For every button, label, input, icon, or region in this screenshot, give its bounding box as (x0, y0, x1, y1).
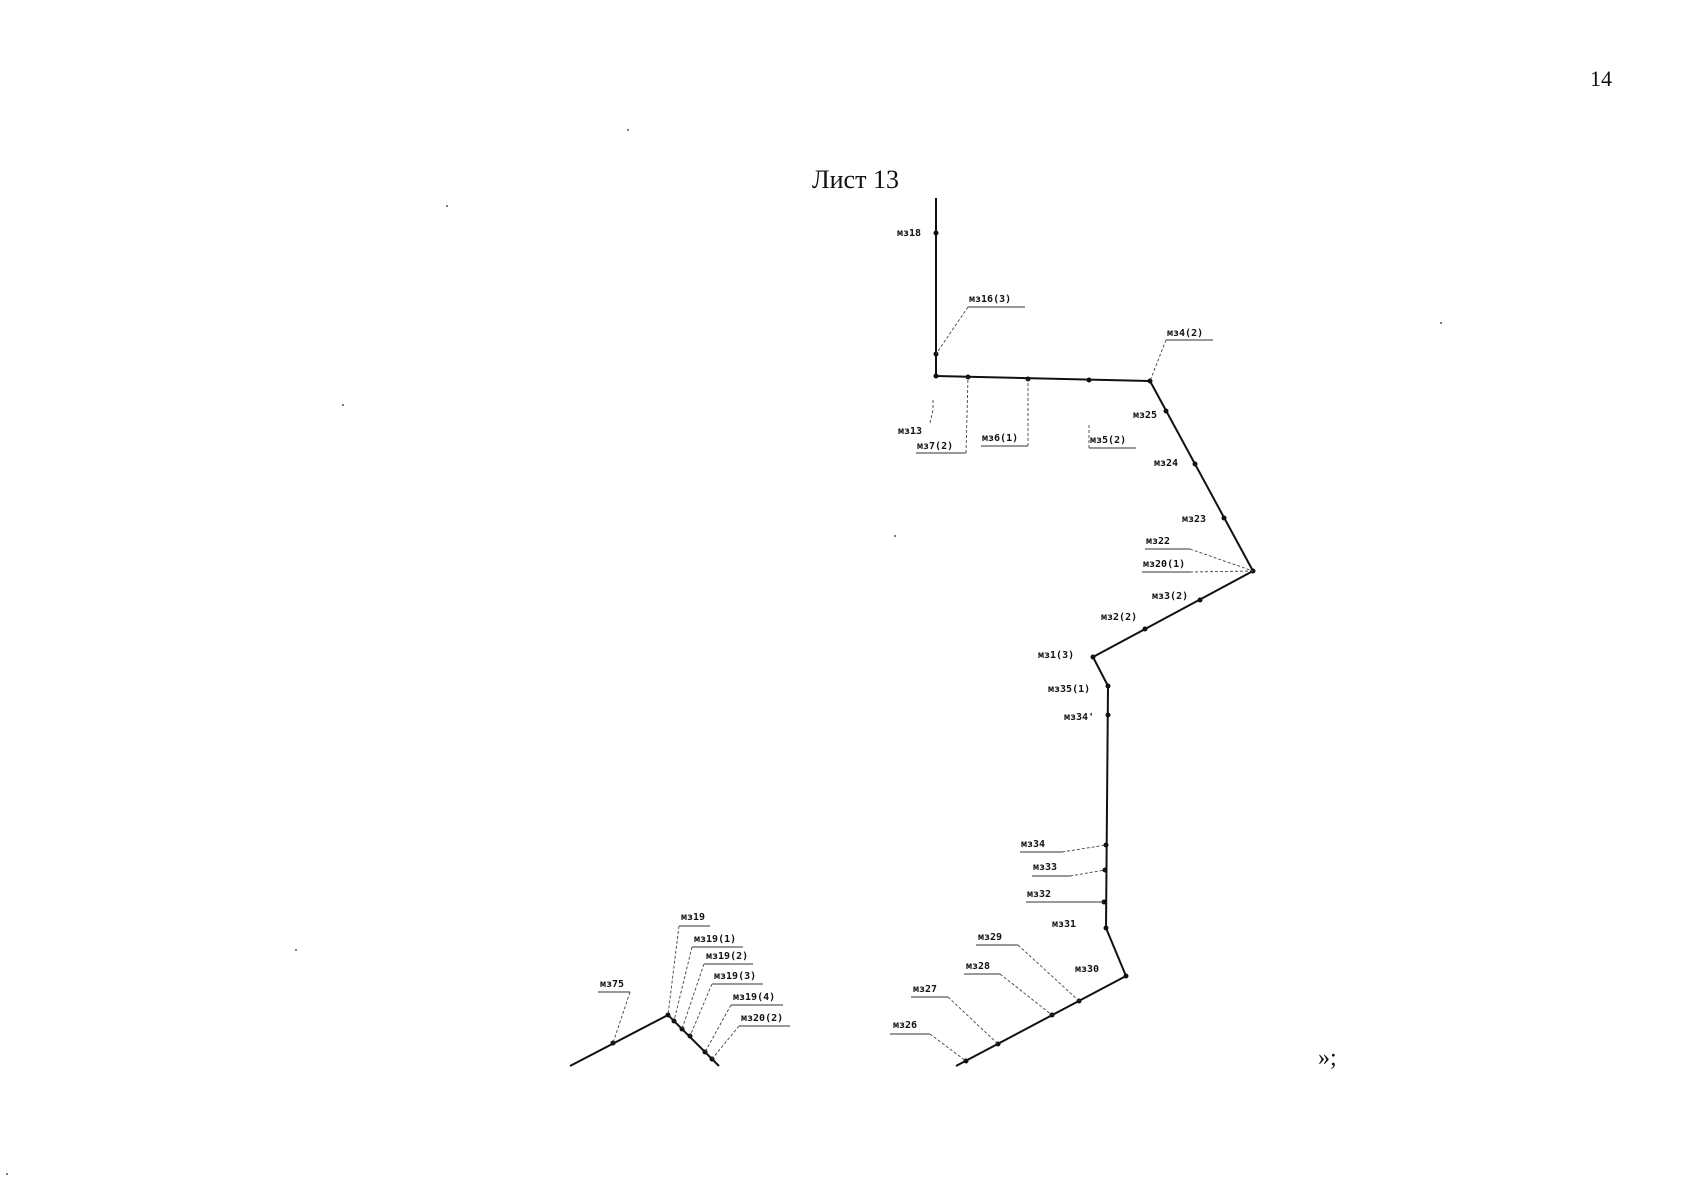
node (1086, 377, 1092, 383)
page-number: 14 (1590, 66, 1612, 91)
label-mz22: мз22 (1146, 536, 1170, 547)
label-mz3-2: мз3(2) (1152, 591, 1188, 602)
node (1103, 925, 1109, 931)
label-mz13: мз13 (898, 426, 922, 437)
leader-line (929, 409, 934, 424)
leader-line (667, 925, 680, 1016)
label-mz31: мз31 (1052, 919, 1076, 930)
node (1105, 712, 1111, 718)
closing-quote-mark: »; (1318, 1045, 1337, 1071)
scan-speck (1440, 322, 1442, 324)
node (1142, 626, 1148, 632)
leader-line (689, 983, 713, 1037)
label-mz18: мз18 (897, 228, 921, 239)
label-mz27: мз27 (913, 984, 937, 995)
label-mz16-3: мз16(3) (969, 294, 1011, 305)
route-line-branch (569, 1014, 720, 1067)
node (679, 1026, 685, 1032)
label-mz5-2: мз5(2) (1090, 435, 1126, 446)
label-mz24: мз24 (1154, 458, 1178, 469)
node (1090, 654, 1096, 660)
node (1163, 408, 1169, 414)
leader-line (612, 991, 631, 1044)
scan-speck (627, 129, 629, 131)
label-mz28: мз28 (966, 961, 990, 972)
label-mz19-1: мз19(1) (694, 934, 736, 945)
leader-line (1017, 944, 1080, 1002)
node (1105, 683, 1111, 689)
leader-line (1149, 339, 1167, 382)
leader-line (935, 306, 969, 355)
node (933, 373, 939, 379)
label-mz75: мз75 (600, 979, 624, 990)
leader-line (1069, 869, 1106, 877)
scan-speck (6, 1173, 8, 1175)
node (1221, 515, 1227, 521)
label-mz20-2: мз20(2) (741, 1013, 783, 1024)
leader-line (929, 1033, 967, 1062)
label-mz32: мз32 (1027, 889, 1051, 900)
scan-speck (446, 205, 448, 207)
leader-line (1189, 570, 1254, 573)
label-mz1-3: мз1(3) (1038, 650, 1074, 661)
scan-speck (894, 535, 896, 537)
node (1103, 842, 1109, 848)
label-mz20-1: мз20(1) (1143, 559, 1185, 570)
node (963, 1058, 969, 1064)
leader-line (1061, 844, 1107, 853)
node (610, 1040, 616, 1046)
scan-speck (295, 949, 297, 951)
label-mz33: мз33 (1033, 862, 1057, 873)
leader-line (704, 1004, 732, 1053)
label-mz2-2: мз2(2) (1101, 612, 1137, 623)
label-mz35-1: мз35(1) (1048, 684, 1090, 695)
node (1192, 461, 1198, 467)
node (665, 1012, 671, 1018)
label-mz19: мз19 (681, 912, 705, 923)
node (933, 230, 939, 236)
leader-line (999, 973, 1053, 1016)
leader-line (681, 963, 705, 1030)
label-mz29: мз29 (978, 932, 1002, 943)
leader-line (1189, 548, 1254, 572)
label-mz19-2: мз19(2) (706, 951, 748, 962)
label-mz19-3: мз19(3) (714, 971, 756, 982)
leader-line (947, 996, 999, 1045)
label-mz30: мз30 (1075, 964, 1099, 975)
label-mz7-2: мз7(2) (917, 441, 953, 452)
sheet-title: Лист 13 (812, 165, 899, 194)
node (1147, 378, 1153, 384)
label-mz26: мз26 (893, 1020, 917, 1031)
label-mz6-1: мз6(1) (982, 433, 1018, 444)
label-mz34-prime: мз34' (1064, 712, 1094, 723)
node (1123, 973, 1129, 979)
scan-speck (342, 404, 344, 406)
label-mz4-2: мз4(2) (1167, 328, 1203, 339)
node (1197, 597, 1203, 603)
leader-line (673, 946, 693, 1022)
leader-line (711, 1025, 740, 1060)
label-mz25: мз25 (1133, 410, 1157, 421)
label-mz19-4: мз19(4) (733, 992, 775, 1003)
leader-line (965, 376, 969, 454)
node (702, 1049, 708, 1055)
label-mz23: мз23 (1182, 514, 1206, 525)
label-mz34: мз34 (1021, 839, 1045, 850)
